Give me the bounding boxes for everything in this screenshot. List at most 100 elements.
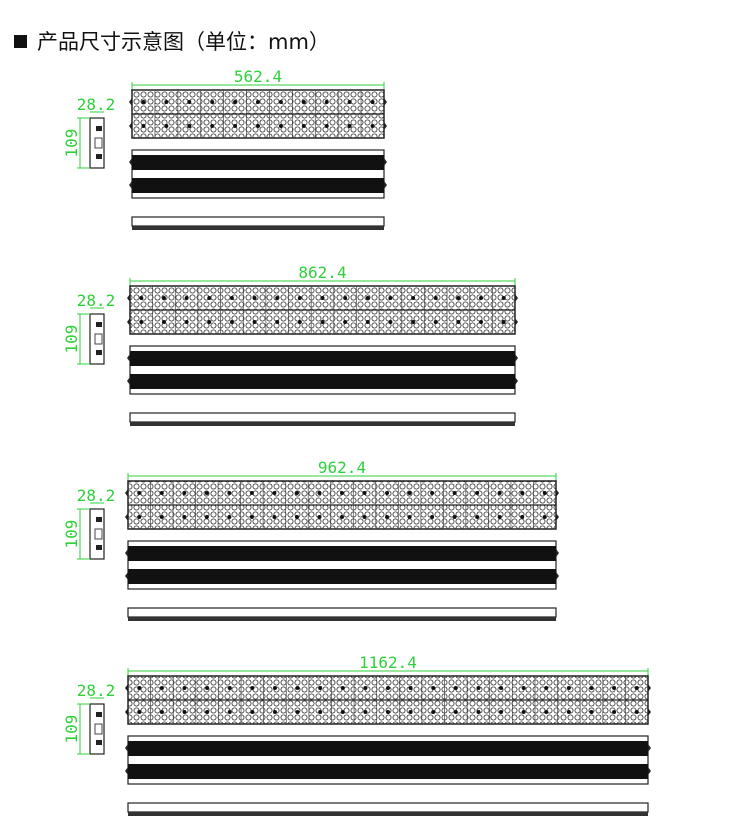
led-module-dot [433, 296, 438, 300]
led-module-dot [205, 710, 210, 714]
led-module-dot [137, 710, 142, 714]
led-module-dot [256, 100, 260, 104]
led-module-dot [363, 686, 368, 690]
led-module-dot [210, 100, 215, 104]
led-module-dot [453, 686, 458, 690]
height-label: 109 [62, 129, 81, 158]
led-module-dot [431, 686, 436, 690]
bottom-view [129, 412, 516, 423]
led-module-dot [340, 710, 345, 714]
led-module-dot [324, 100, 329, 104]
led-module-dot [227, 491, 232, 495]
led-module-dot [297, 320, 302, 324]
led-module-dot [634, 686, 639, 690]
led-module-dot [343, 296, 348, 300]
led-module-dot [182, 686, 187, 690]
width-label: 28.2 [77, 95, 116, 114]
bottom-view [127, 802, 649, 813]
led-module-dot [207, 320, 212, 324]
led-module-dot [139, 320, 144, 324]
led-module-dot [386, 710, 390, 714]
led-module-dot [229, 320, 234, 324]
led-module-dot [388, 320, 393, 324]
led-module-dot [272, 686, 277, 690]
led-module-dot [227, 710, 232, 714]
led-module-dot [347, 100, 352, 104]
led-module-dot [497, 515, 502, 519]
led-module-dot [318, 710, 323, 714]
led-module-dot [294, 491, 299, 495]
led-module-dot [634, 710, 639, 714]
led-module-dot [297, 296, 302, 300]
height-label: 109 [62, 715, 81, 744]
led-module-dot [340, 686, 345, 690]
led-module-dot [408, 710, 413, 714]
led-module-dot [317, 515, 322, 519]
height-label: 109 [62, 325, 81, 354]
width-label: 28.2 [77, 681, 116, 700]
led-module-dot [499, 710, 504, 714]
led-module-dot [141, 100, 146, 104]
width-label: 28.2 [77, 291, 116, 310]
led-module-dot [159, 710, 164, 714]
led-module-dot [137, 491, 142, 495]
length-label: 962.4 [318, 458, 366, 477]
led-module-dot [182, 515, 187, 519]
led-module-dot [612, 686, 617, 690]
led-module-dot [161, 296, 166, 300]
led-module-dot [430, 491, 435, 495]
led-module-dot [430, 515, 435, 519]
led-module-dot [164, 100, 169, 104]
product-drawing-3: 962.4 28.2 109 [62, 458, 559, 621]
led-module-dot [324, 124, 329, 128]
led-module-dot [475, 491, 480, 495]
led-module-dot [249, 491, 254, 495]
led-module-dot [159, 515, 164, 519]
led-module-dot [227, 686, 232, 690]
led-module-dot [499, 686, 504, 690]
led-module-dot [161, 320, 166, 324]
led-module-dot [521, 710, 526, 714]
led-module-dot [233, 124, 238, 128]
led-module-dot [452, 491, 457, 495]
led-module-dot [544, 686, 549, 690]
led-module-dot [476, 686, 481, 690]
led-module-dot [407, 491, 412, 495]
led-module-dot [456, 296, 461, 300]
led-module-dot [501, 320, 506, 324]
height-label: 109 [62, 520, 81, 549]
led-module-dot [182, 710, 187, 714]
led-module-dot [340, 515, 344, 519]
led-module-dot [433, 320, 438, 324]
led-module-dot [386, 686, 390, 690]
led-module-dot [362, 491, 367, 495]
led-module-dot [137, 686, 142, 690]
led-module-dot [520, 491, 525, 495]
led-module-dot [184, 320, 189, 324]
led-module-dot [542, 491, 547, 495]
led-module-dot [456, 320, 461, 324]
led-module-dot [431, 710, 436, 714]
led-module-dot [275, 296, 280, 300]
led-module-dot [187, 124, 192, 128]
led-module-dot [362, 515, 367, 519]
led-module-dot [275, 320, 280, 324]
led-module-dot [343, 320, 348, 324]
led-module-dot [475, 515, 480, 519]
led-module-dot [408, 686, 413, 690]
width-label: 28.2 [77, 486, 116, 505]
led-module-dot [250, 686, 255, 690]
led-module-dot [385, 515, 390, 519]
led-module-dot [141, 124, 146, 128]
led-module-dot [227, 515, 232, 519]
led-module-dot [411, 320, 416, 324]
led-module-dot [453, 710, 458, 714]
led-module-dot [544, 710, 549, 714]
led-module-dot [497, 491, 502, 495]
led-module-dot [301, 100, 306, 104]
led-module-dot [250, 710, 255, 714]
led-module-dot [137, 515, 142, 519]
led-module-dot [370, 100, 375, 104]
